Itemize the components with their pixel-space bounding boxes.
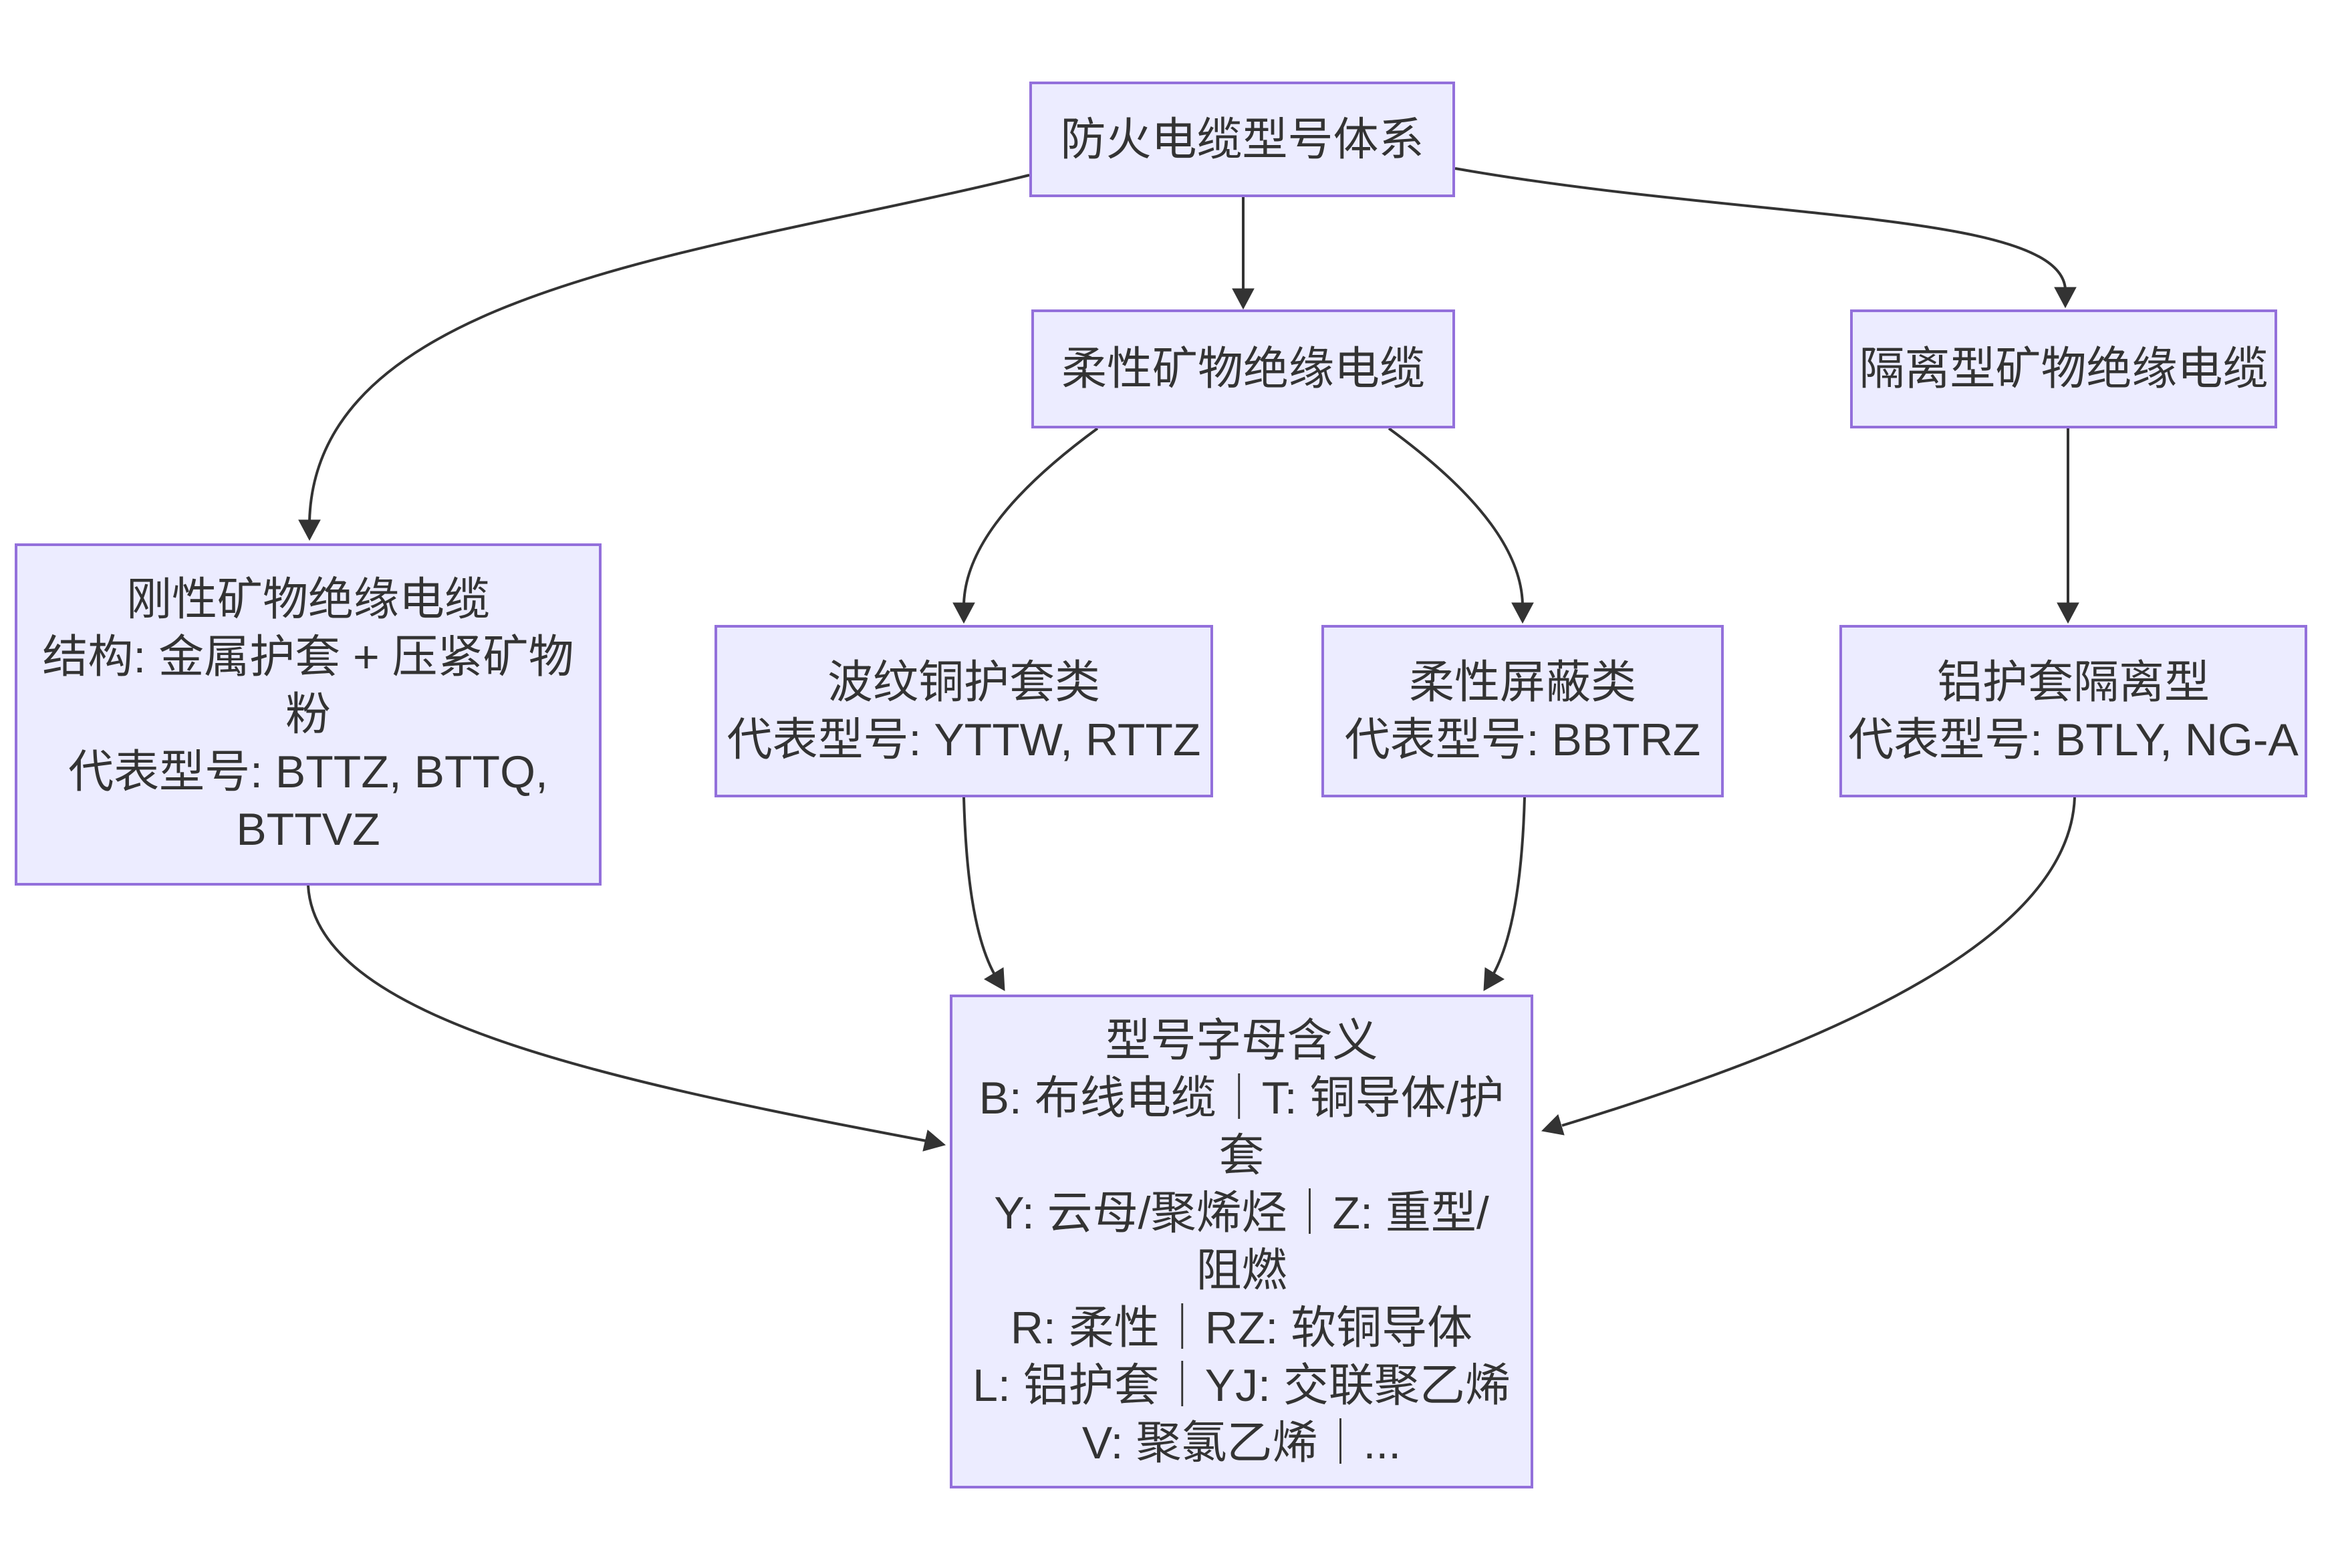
arrowhead-flexible-shielded	[1511, 602, 1534, 624]
arrowhead-root-isolated	[2054, 287, 2077, 309]
node-corrugated-copper-sheath: 波纹铜护套类 代表型号: YTTW, RTTZ	[715, 625, 1213, 797]
arrowhead-shielded-letters	[1483, 967, 1505, 991]
edge-rigid-letters	[307, 885, 927, 1142]
arrowhead-root-flexible	[1232, 288, 1255, 310]
edge-aluminum-letters	[1561, 797, 2076, 1127]
arrowhead-rigid-letters	[922, 1130, 946, 1152]
node-aluminum-label: 铝护套隔离型 代表型号: BTLY, NG-A	[1848, 657, 2299, 765]
node-flexible-shielded: 柔性屏蔽类 代表型号: BBTRZ	[1321, 625, 1724, 797]
node-model-letter-meanings: 型号字母含义 B: 布线电缆｜T: 铜导体/护 套 Y: 云母/聚烯烃｜Z: 重…	[950, 995, 1533, 1488]
node-flexible-mineral-cable: 柔性矿物绝缘电缆	[1031, 309, 1455, 428]
node-corrugated-label: 波纹铜护套类 代表型号: YTTW, RTTZ	[727, 657, 1201, 765]
node-isolated-mineral-cable: 隔离型矿物绝缘电缆	[1850, 309, 2277, 428]
node-root-label: 防火电缆型号体系	[1060, 114, 1424, 165]
arrowhead-aluminum-letters	[1541, 1114, 1565, 1136]
node-rigid-label: 刚性矿物绝缘电缆 结构: 金属护套 + 压紧矿物 粉 代表型号: BTTZ, B…	[42, 574, 574, 855]
edge-root-rigid	[308, 174, 1030, 522]
edge-flexible-shielded	[1388, 427, 1524, 605]
arrowhead-isolated-aluminum	[2057, 602, 2079, 624]
edge-root-isolated	[1454, 167, 2067, 289]
edge-corrugated-letters	[962, 797, 996, 975]
node-rigid-mineral-cable: 刚性矿物绝缘电缆 结构: 金属护套 + 压紧矿物 粉 代表型号: BTTZ, B…	[15, 543, 602, 886]
node-shielded-label: 柔性屏蔽类 代表型号: BBTRZ	[1344, 657, 1701, 765]
arrowhead-root-rigid	[298, 519, 321, 541]
edge-shielded-letters	[1492, 797, 1526, 975]
arrowhead-flexible-corrugated	[952, 602, 975, 624]
edge-flexible-corrugated	[962, 427, 1099, 605]
node-flexible-label: 柔性矿物绝缘电缆	[1061, 344, 1425, 394]
arrowhead-corrugated-letters	[984, 967, 1005, 991]
node-letters-label: 型号字母含义 B: 布线电缆｜T: 铜导体/护 套 Y: 云母/聚烯烃｜Z: 重…	[972, 1015, 1511, 1468]
node-root: 防火电缆型号体系	[1029, 82, 1455, 197]
node-aluminum-sheath-isolated: 铝护套隔离型 代表型号: BTLY, NG-A	[1839, 625, 2307, 797]
node-isolated-label: 隔离型矿物绝缘电缆	[1859, 344, 2268, 394]
